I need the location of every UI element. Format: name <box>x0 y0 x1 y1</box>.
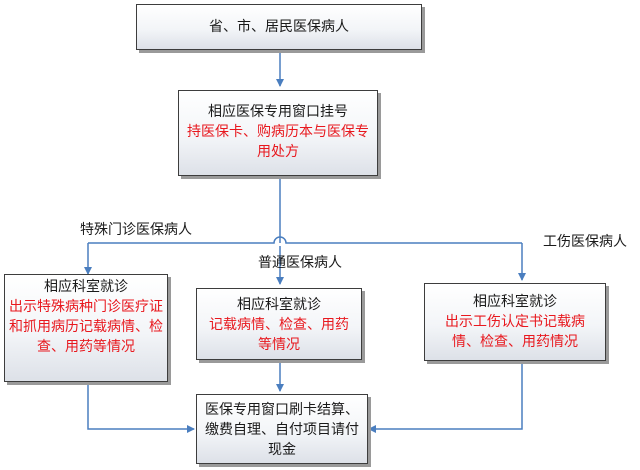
dept-general-box: 相应科室就诊 记载病情、检查、用药等情况 <box>196 288 362 360</box>
dept-injury-detail: 出示工伤认定书记载病情、检查、用药情况 <box>445 314 585 350</box>
dept-injury-box: 相应科室就诊 出示工伤认定书记载病情、检查、用药情况 <box>424 283 606 361</box>
window-register-title: 相应医保专用窗口挂号 <box>208 104 348 120</box>
dept-general-title: 相应科室就诊 <box>237 297 321 313</box>
window-register-detail: 持医保卡、购病历本与医保专用处方 <box>187 124 369 160</box>
dept-general-detail: 记载病情、检查、用药等情况 <box>209 317 349 353</box>
window-register-box: 相应医保专用窗口挂号 持医保卡、购病历本与医保专用处方 <box>178 90 378 176</box>
connector-branch-horizontal <box>88 236 522 244</box>
connector-special-to-settlement <box>87 382 195 433</box>
settlement-label: 医保专用窗口刷卡结算、缴费自理、自付项目请付现金 <box>205 402 359 458</box>
dept-special-box: 相应科室就诊 出示特殊病种门诊医疗证和抓用病历记载病情、检查、用药等情况 <box>4 274 168 382</box>
patients-label: 省、市、居民医保病人 <box>209 19 349 35</box>
settlement-box: 医保专用窗口刷卡结算、缴费自理、自付项目请付现金 <box>196 394 368 464</box>
branch-label-general: 普通医保病人 <box>258 255 342 271</box>
patients-box: 省、市、居民医保病人 <box>136 4 422 50</box>
dept-special-title: 相应科室就诊 <box>44 279 128 295</box>
dept-special-detail: 出示特殊病种门诊医疗证和抓用病历记载病情、检查、用药等情况 <box>9 299 163 355</box>
dept-injury-title: 相应科室就诊 <box>473 294 557 310</box>
branch-label-special: 特殊门诊医保病人 <box>80 222 192 238</box>
branch-label-injury: 工伤医保病人 <box>543 234 627 250</box>
connector-injury-to-settlement <box>368 361 523 433</box>
